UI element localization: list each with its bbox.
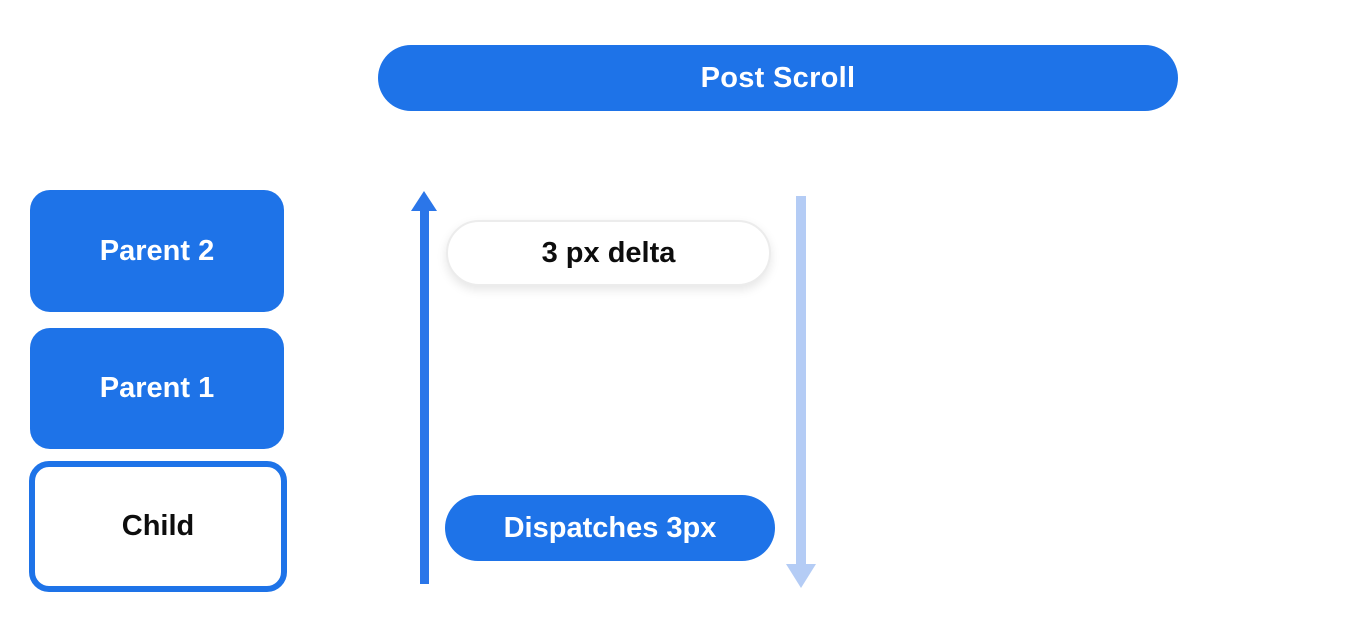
down-arrow-head [786,564,816,588]
down-arrow-shaft [796,196,806,566]
box-parent-2-label: Parent 2 [99,234,215,267]
up-arrow-shaft [420,208,429,584]
up-arrow-head [411,191,437,211]
dispatches-pill: Dispatches 3px [445,495,775,561]
box-parent-2: Parent 2 [30,190,284,312]
box-child: Child [29,461,287,592]
dispatches-pill-label: Dispatches 3px [503,511,717,544]
post-scroll-banner-label: Post Scroll [700,61,856,94]
delta-pill: 3 px delta [446,220,771,286]
box-parent-1-label: Parent 1 [99,372,215,404]
box-child-label: Child [121,510,195,542]
box-parent-1: Parent 1 [30,328,284,449]
post-scroll-banner: Post Scroll [378,45,1178,111]
delta-pill-label: 3 px delta [541,236,676,269]
